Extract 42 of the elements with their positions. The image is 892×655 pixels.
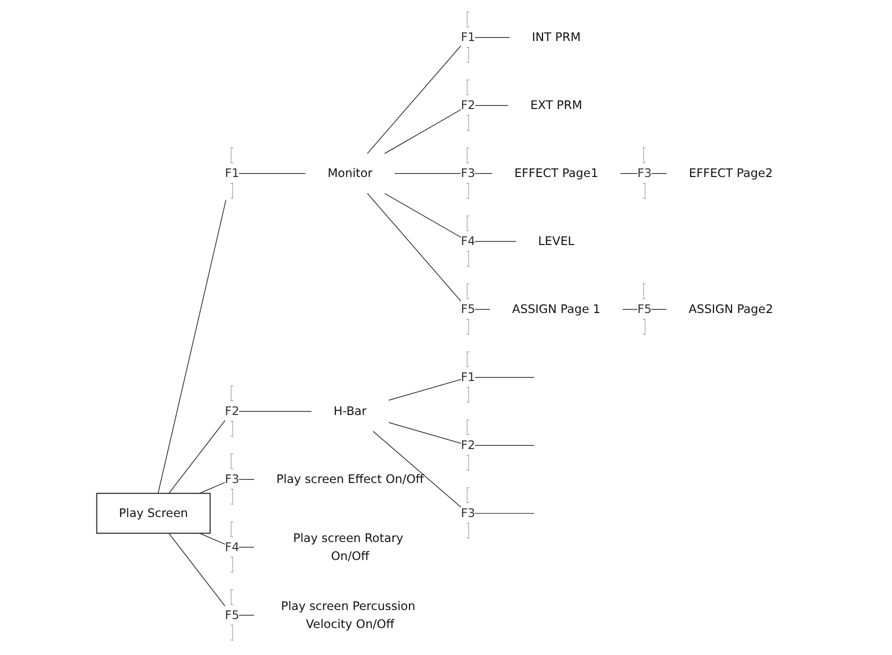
key-label: F1 bbox=[460, 352, 476, 402]
menu-item-label: EXT PRM bbox=[530, 98, 582, 112]
key-label: F4 bbox=[460, 216, 476, 267]
menu-item-label: Play screen Percussion Velocity On/Off bbox=[281, 599, 416, 631]
menu-item-label: Play screen Effect On/Off bbox=[276, 472, 424, 486]
connector-line bbox=[620, 173, 668, 174]
key-label: F5 bbox=[637, 284, 652, 335]
key-label: F2 bbox=[460, 419, 476, 470]
connector-line bbox=[158, 173, 306, 494]
menu-item-label: Monitor bbox=[328, 166, 373, 180]
key-label: F3 bbox=[460, 148, 476, 199]
connector-line bbox=[384, 193, 516, 242]
connector-line bbox=[622, 309, 667, 310]
connector-line bbox=[388, 377, 534, 401]
key-label: F4 bbox=[224, 521, 240, 572]
key-label: F5 bbox=[224, 589, 240, 640]
key-label: F3 bbox=[460, 487, 476, 538]
connector-line bbox=[168, 410, 312, 494]
connector-line bbox=[384, 105, 509, 154]
menu-item-label: LEVEL bbox=[538, 234, 574, 248]
key-label: F5 bbox=[460, 284, 476, 335]
menu-item-label: ASSIGN Page 1 bbox=[512, 302, 600, 316]
key-label: F1 bbox=[224, 148, 240, 199]
menu-item-label: ASSIGN Page2 bbox=[688, 302, 774, 316]
key-label: F3 bbox=[637, 148, 652, 199]
screen-box: Play Screen bbox=[96, 492, 211, 534]
connector-line bbox=[372, 430, 534, 514]
key-label: F1 bbox=[460, 12, 476, 63]
key-label: F2 bbox=[460, 80, 476, 131]
connector-line bbox=[168, 532, 254, 616]
connector-line bbox=[394, 173, 493, 174]
menu-item-label: EFFECT Page1 bbox=[514, 166, 598, 180]
connector-line bbox=[199, 478, 255, 494]
menu-item-label: H-Bar bbox=[334, 404, 367, 418]
connector-line bbox=[367, 193, 490, 310]
menu-item-label: EFFECT Page2 bbox=[688, 166, 773, 180]
menu-item-label: Play screen Rotary On/Off bbox=[293, 531, 404, 563]
key-label: F2 bbox=[224, 386, 240, 436]
connector-line bbox=[388, 422, 534, 446]
menu-item-label: INT PRM bbox=[532, 30, 581, 44]
key-label: F3 bbox=[224, 453, 240, 504]
connector-line bbox=[367, 37, 510, 154]
